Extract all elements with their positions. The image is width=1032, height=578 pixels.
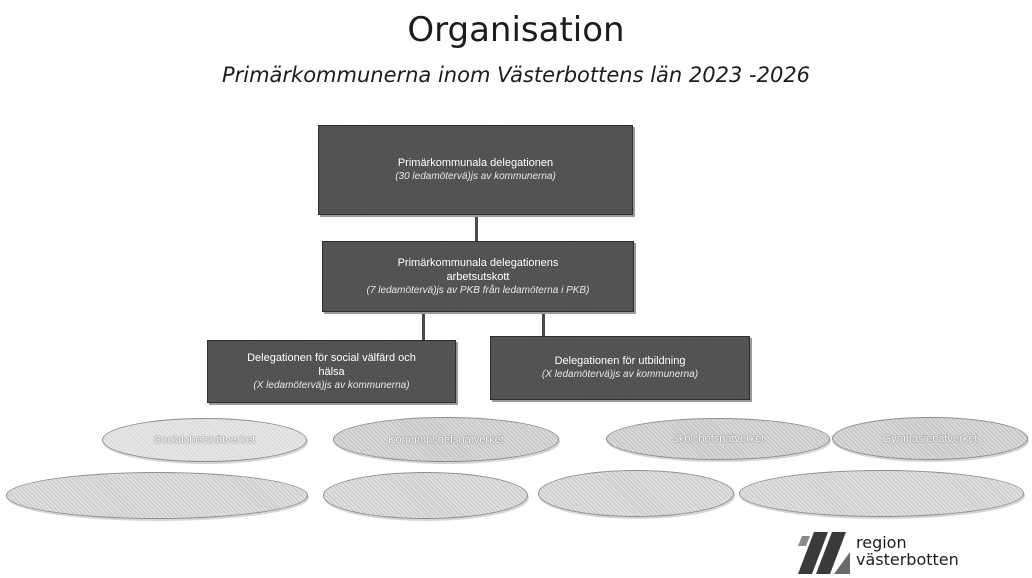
- region-logo-icon: [798, 532, 850, 574]
- network-ellipse-skolchef: Skolchefsnätverket: [606, 418, 830, 460]
- connector-committee-social: [422, 311, 425, 341]
- network-label: Kommunchefsnätverket: [388, 433, 504, 446]
- network-ellipse-blank-1: [6, 472, 308, 519]
- box-note: (X ledamötervä)js av kommunerna): [253, 379, 410, 391]
- network-label: Socialchefsnätverket: [153, 434, 256, 446]
- network-ellipse-social: Socialchefsnätverket: [102, 418, 307, 462]
- box-label-line1: Delegationen för social välfärd och: [247, 351, 416, 364]
- box-primarkommunala-delegationen: Primärkommunala delegationen (30 ledamöt…: [318, 125, 633, 215]
- box-label: Delegationen för utbildning: [554, 355, 686, 367]
- box-note: (30 ledamötervä)js av kommunerna): [395, 171, 556, 182]
- box-label-line2: hälsa: [318, 365, 345, 378]
- network-ellipse-gymnasie: Gymnasienätverket: [832, 417, 1028, 460]
- page-subtitle: Primärkommunerna inom Västerbottens län …: [221, 63, 811, 87]
- logo-text: region västerbotten: [856, 534, 959, 568]
- network-ellipse-blank-3: [538, 470, 734, 517]
- box-label-line1: Primärkommunala delegationens: [397, 256, 559, 269]
- box-note: (X ledamötervä)js av kommunerna): [541, 369, 699, 380]
- box-delegation-social-valfard: Delegationen för social välfärd och häls…: [207, 340, 456, 403]
- box-note: (7 ledamötervä)js av PKB från ledamötern…: [366, 284, 590, 296]
- network-label: Gymnasienätverket: [882, 432, 978, 445]
- network-ellipse-kommunchef: Kommunchefsnätverket: [333, 417, 559, 462]
- region-vasterbotten-logo: region västerbotten: [798, 532, 1018, 574]
- page-title: Organisation: [407, 10, 625, 50]
- network-ellipse-blank-2: [323, 472, 528, 519]
- network-ellipse-blank-4: [739, 470, 1024, 517]
- box-delegation-utbildning: Delegationen för utbildning (X ledamöter…: [490, 336, 750, 400]
- connector-committee-education: [542, 311, 545, 337]
- box-label: Primärkommunala delegationen: [397, 157, 554, 169]
- logo-text-line2: västerbotten: [856, 550, 959, 569]
- box-label-line2: arbetsutskott: [446, 270, 510, 283]
- box-arbetsutskott: Primärkommunala delegationens arbetsutsk…: [322, 241, 634, 312]
- connector-delegation-committee: [475, 214, 478, 242]
- logo-text-line1: region: [856, 533, 907, 552]
- network-label: Skolchefsnätverket: [671, 433, 765, 445]
